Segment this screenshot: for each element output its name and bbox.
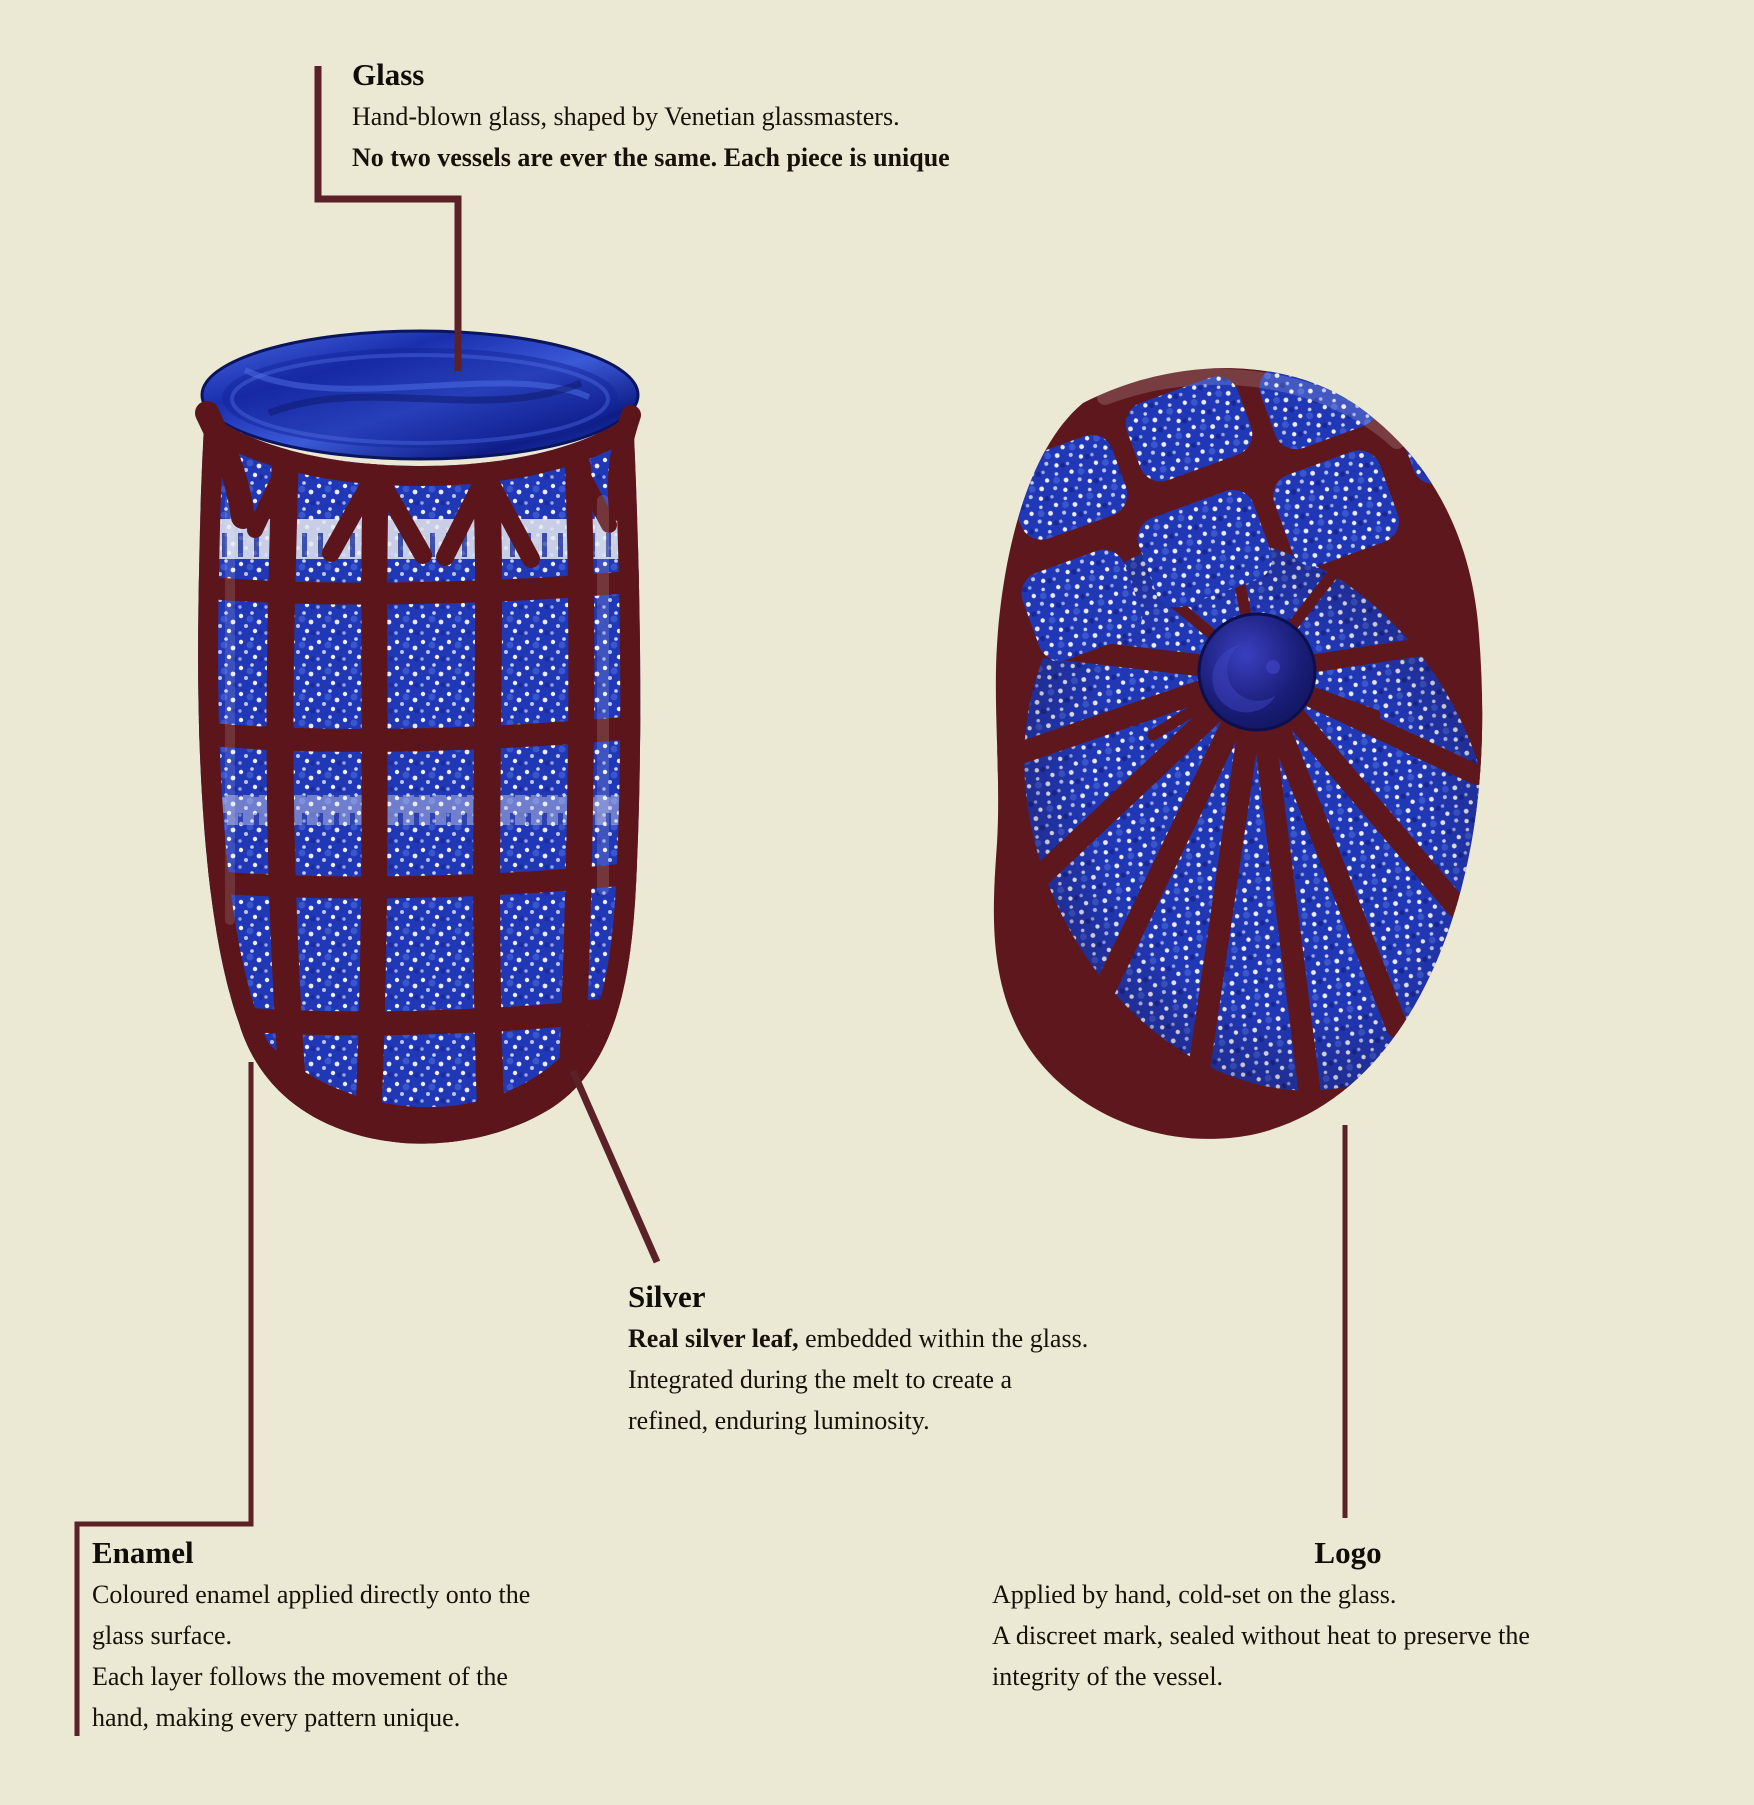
tilted-glass-photo — [993, 368, 1483, 1139]
annotation-enamel-line4: hand, making every pattern unique. — [92, 1703, 461, 1732]
annotation-logo-line2: A discreet mark, sealed without heat to … — [992, 1621, 1530, 1650]
annotation-glass: Glass Hand-blown glass, shaped by Veneti… — [352, 54, 950, 178]
annotation-silver-line2: Integrated during the melt to create a — [628, 1365, 1013, 1394]
glass-rim — [200, 329, 640, 461]
upright-glass-photo — [195, 329, 641, 1144]
annotation-enamel-line3: Each layer follows the movement of the — [92, 1662, 508, 1691]
annotation-silver-line1: Real silver leaf, embedded within the gl… — [628, 1318, 1088, 1359]
annotation-enamel-line1: Coloured enamel applied directly onto th… — [92, 1580, 531, 1609]
annotation-logo-line1: Applied by hand, cold-set on the glass. — [992, 1580, 1397, 1609]
annotation-logo: Applied by hand, cold-set on the glass. … — [992, 1574, 1530, 1697]
annotation-logo-line3: integrity of the vessel. — [992, 1662, 1224, 1691]
annotation-enamel: Enamel Coloured enamel applied directly … — [92, 1532, 530, 1738]
annotation-silver-title: Silver — [628, 1279, 706, 1314]
logo-mark — [1197, 612, 1317, 732]
annotation-enamel-title: Enamel — [92, 1535, 194, 1570]
annotation-silver-line3: refined, enduring luminosity. — [628, 1406, 930, 1435]
annotation-logo-title: Logo — [1314, 1535, 1382, 1570]
annotation-glass-line1: Hand-blown glass, shaped by Venetian gla… — [352, 102, 900, 131]
enamel-rim-drips — [195, 401, 641, 529]
annotation-silver-line1-rest: embedded within the glass. — [798, 1324, 1089, 1353]
annotation-silver-line1-bold: Real silver leaf, — [628, 1324, 799, 1353]
annotation-silver: Silver Real silver leaf, embedded within… — [628, 1276, 1088, 1441]
annotation-enamel-line2: glass surface. — [92, 1621, 233, 1650]
annotation-glass-line2: No two vessels are ever the same. Each p… — [352, 143, 950, 172]
annotation-glass-title: Glass — [352, 57, 425, 92]
